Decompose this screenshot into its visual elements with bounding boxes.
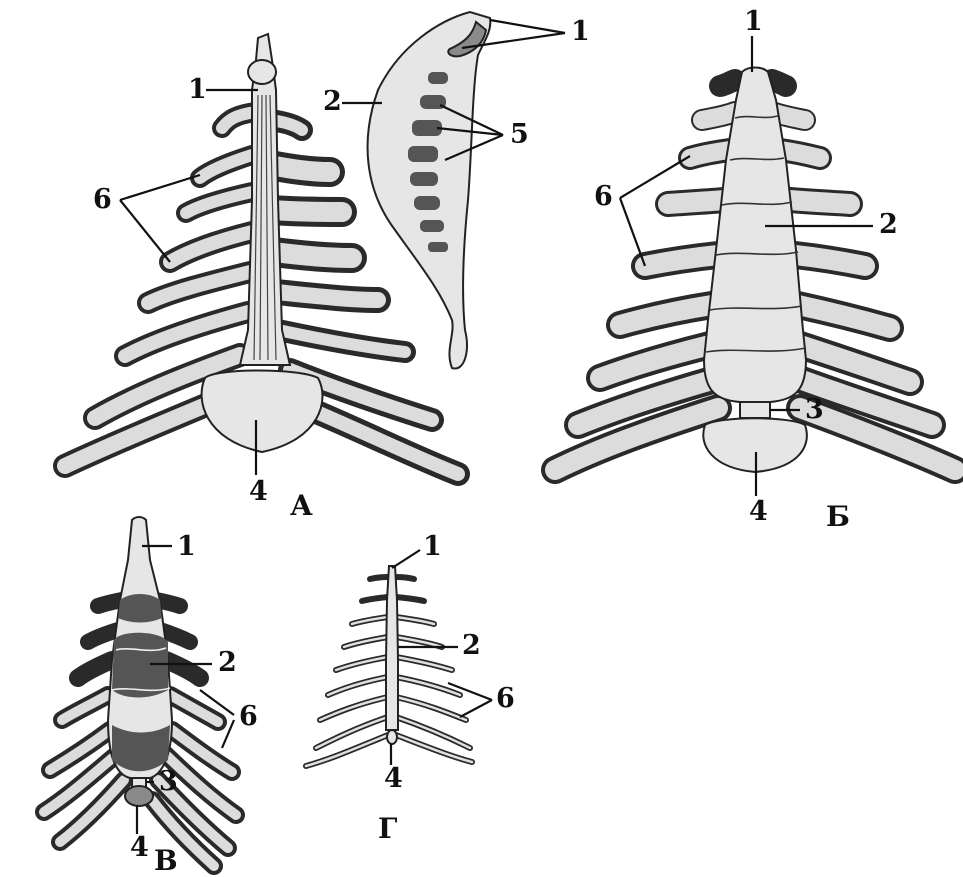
- panel-a-xiphoid-plate: [202, 371, 323, 453]
- panel-g-label-6: 6: [496, 683, 515, 714]
- panel-a-label-1: 1: [188, 74, 207, 105]
- panel-v-label-3: 3: [159, 766, 178, 797]
- panel-a-label-5: 5: [510, 119, 529, 150]
- panel-v-label-1: 1: [177, 531, 196, 562]
- panel-g-label-1: 1: [423, 531, 442, 562]
- panel-v-caption: В: [154, 844, 178, 877]
- panel-b-caption: Б: [826, 500, 850, 533]
- panel-v: [44, 517, 236, 866]
- panel-v-label-2: 2: [218, 647, 237, 678]
- panel-a-manubrium: [248, 60, 276, 84]
- panel-b-label-1: 1: [744, 6, 763, 37]
- panel-a-label-4: 4: [249, 476, 268, 507]
- panel-b: [555, 68, 955, 473]
- panel-a-keel-lateral: [368, 12, 491, 368]
- panel-b-label-4: 4: [749, 496, 768, 527]
- panel-g-sternum-body: [386, 566, 398, 730]
- panel-a-caption: А: [290, 489, 313, 522]
- panel-g-xiphoid: [387, 730, 397, 744]
- panel-g-caption: Г: [378, 812, 397, 845]
- panel-g-label-4: 4: [384, 763, 403, 794]
- panel-a-label-2: 2: [323, 86, 342, 117]
- panel-b-label-2: 2: [879, 209, 898, 240]
- panel-v-label-4: 4: [130, 832, 149, 863]
- panel-g: [306, 566, 472, 766]
- panel-g-label-2: 2: [462, 630, 481, 661]
- panel-b-label-6: 6: [594, 181, 613, 212]
- panel-b-xiphoid-neck: [740, 402, 770, 418]
- panel-a-label-1-lateral: 1: [571, 16, 590, 47]
- panel-b-label-3: 3: [805, 394, 824, 425]
- panel-a-label-6: 6: [93, 184, 112, 215]
- panel-v-label-6: 6: [239, 701, 258, 732]
- panel-v-xiphoid-plate: [125, 786, 153, 806]
